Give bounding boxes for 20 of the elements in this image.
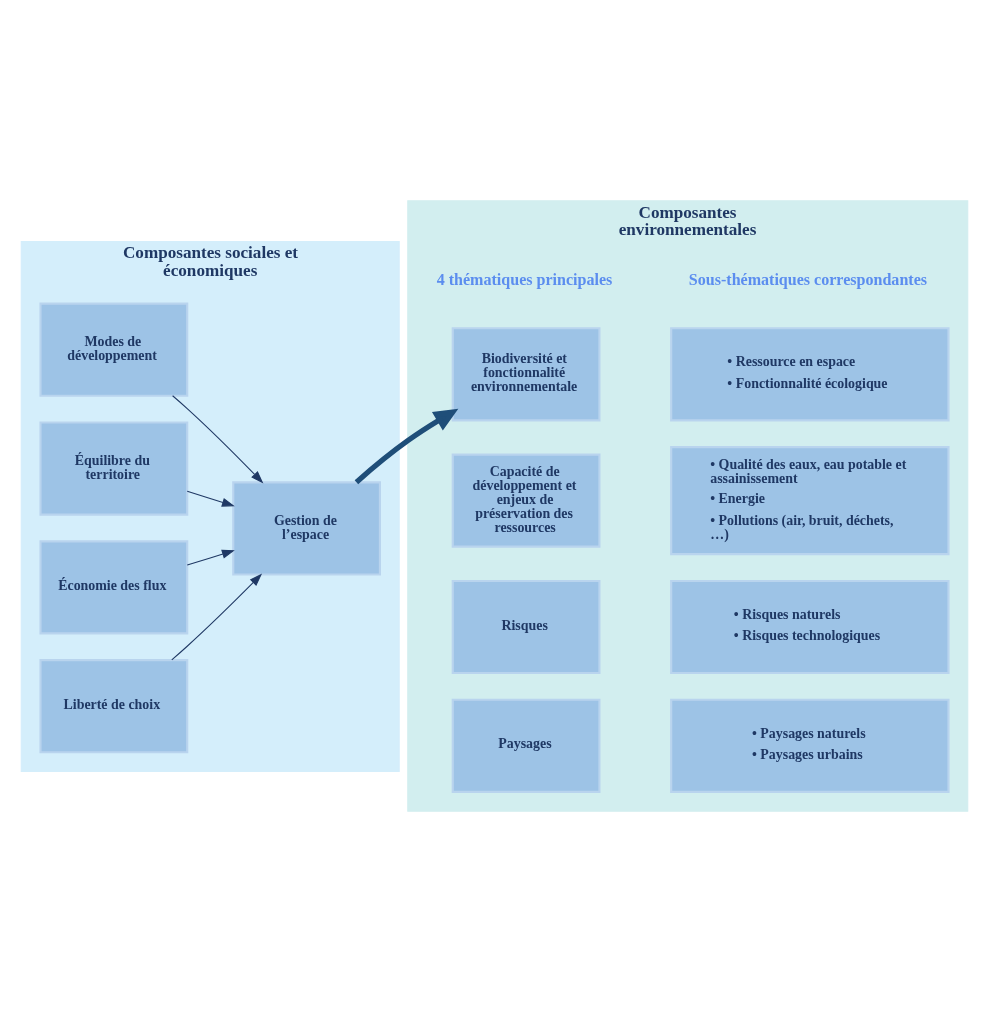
arrow — [186, 490, 235, 507]
label: 4 thématiques principales — [436, 270, 613, 288]
node-box: Biodiversité et fonctionnalité environnementale — [451, 326, 601, 421]
node-box: • Qualité des eaux, eau potable et assainissement • Energie • Pollutions (air, bruit, déchets, …) — [670, 445, 950, 555]
node-box: • Ressource en espace • Fonctionnalité écologique — [670, 326, 950, 421]
node-box: Équilibre du territoire — [39, 420, 189, 516]
node-box: Modes de développement — [39, 302, 189, 397]
label: Sous-thématiques correspondantes — [688, 270, 928, 288]
arrow — [186, 549, 235, 566]
arrow — [171, 573, 263, 660]
node-box: Gestion de l’espace — [232, 480, 381, 576]
node-box: • Risques naturels • Risques technologiques — [670, 579, 950, 674]
arrow — [172, 394, 264, 483]
arrow — [354, 408, 459, 484]
node-box: Liberté de choix — [39, 658, 189, 753]
node-box: Paysages — [451, 698, 601, 793]
node-box: Risques — [451, 579, 601, 674]
node-box: • Paysages naturels • Paysages urbains — [670, 698, 950, 793]
node-box: Économie des flux — [39, 539, 189, 634]
node-box: Capacité de développement et enjeux de préservation des ressources — [451, 453, 601, 548]
